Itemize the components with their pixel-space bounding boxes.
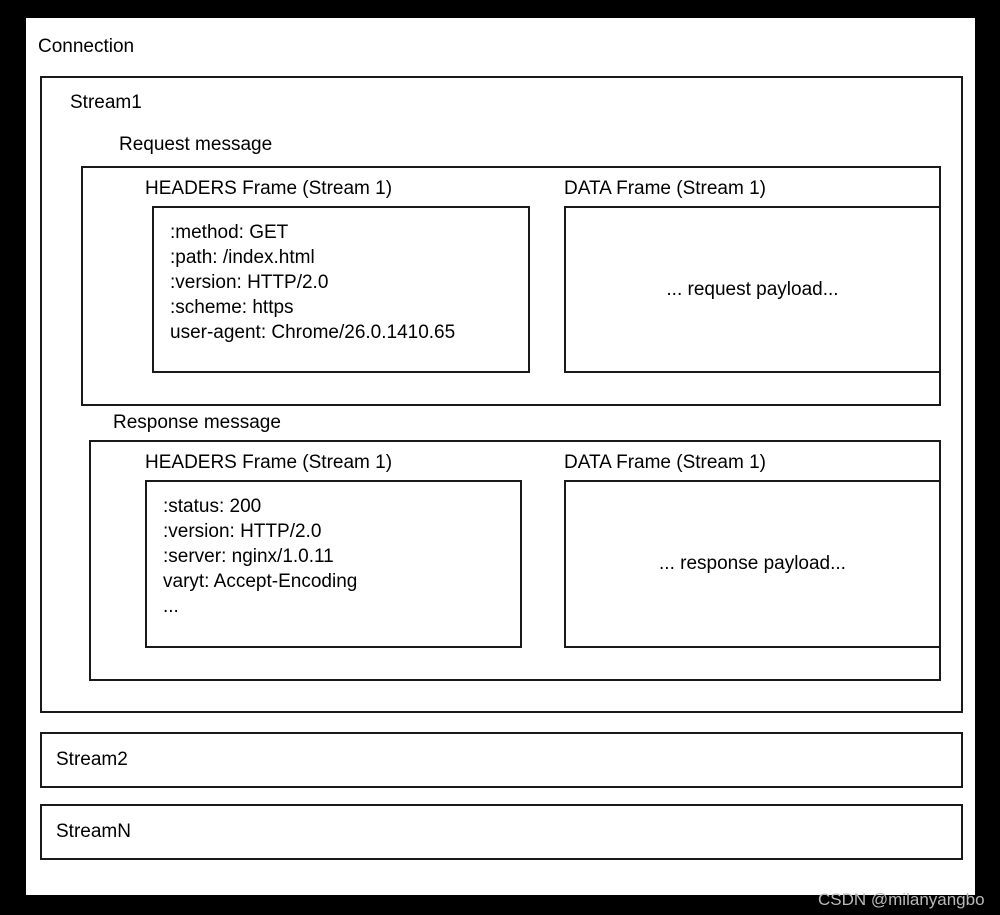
response-headers-frame-body: :status: 200 :version: HTTP/2.0 :server:… (145, 480, 522, 648)
request-message-box: Request message HEADERS Frame (Stream 1)… (81, 134, 941, 406)
request-headers-frame-title: HEADERS Frame (Stream 1) (145, 178, 393, 199)
request-message-label: Request message (119, 134, 273, 155)
request-data-frame-title: DATA Frame (Stream 1) (564, 178, 766, 199)
streamN-label: StreamN (56, 821, 131, 842)
diagram-canvas: Connection Stream1 Request message HEADE… (26, 18, 975, 895)
header-line: user-agent: Chrome/26.0.1410.65 (170, 322, 456, 343)
stream2-box: Stream2 (40, 732, 963, 788)
header-line: :path: /index.html (170, 247, 315, 268)
stream1-box: Stream1 Request message HEADERS Frame (S… (40, 76, 963, 713)
response-headers-frame-title: HEADERS Frame (Stream 1) (145, 452, 393, 473)
connection-container: Connection Stream1 Request message HEADE… (26, 18, 975, 895)
header-line: ... (163, 596, 179, 617)
response-payload-text: ... response payload... (659, 553, 846, 574)
header-line: :server: nginx/1.0.11 (163, 546, 334, 567)
response-message-box: Response message HEADERS Frame (Stream 1… (89, 412, 941, 681)
response-data-frame-title: DATA Frame (Stream 1) (564, 452, 766, 473)
header-line: :scheme: https (170, 297, 294, 318)
request-payload-text: ... request payload... (666, 278, 839, 300)
header-line: varyt: Accept-Encoding (163, 571, 358, 592)
streamN-box: StreamN (40, 804, 963, 860)
header-line: :version: HTTP/2.0 (170, 272, 329, 293)
header-line: :status: 200 (163, 496, 262, 517)
watermark: CSDN @milanyangbo (818, 890, 985, 909)
response-message-label: Response message (113, 412, 281, 433)
stream2-label: Stream2 (56, 749, 128, 770)
connection-label: Connection (38, 36, 135, 57)
response-header-list: :status: 200 :version: HTTP/2.0 :server:… (163, 494, 357, 619)
stream1-label: Stream1 (70, 92, 142, 113)
header-line: :method: GET (170, 222, 289, 243)
request-data-frame-body: ... request payload... (564, 206, 941, 373)
request-headers-frame-body: :method: GET :path: /index.html :version… (152, 206, 530, 373)
request-header-list: :method: GET :path: /index.html :version… (170, 220, 455, 345)
response-data-frame-body: ... response payload... (564, 480, 941, 648)
header-line: :version: HTTP/2.0 (163, 521, 322, 542)
